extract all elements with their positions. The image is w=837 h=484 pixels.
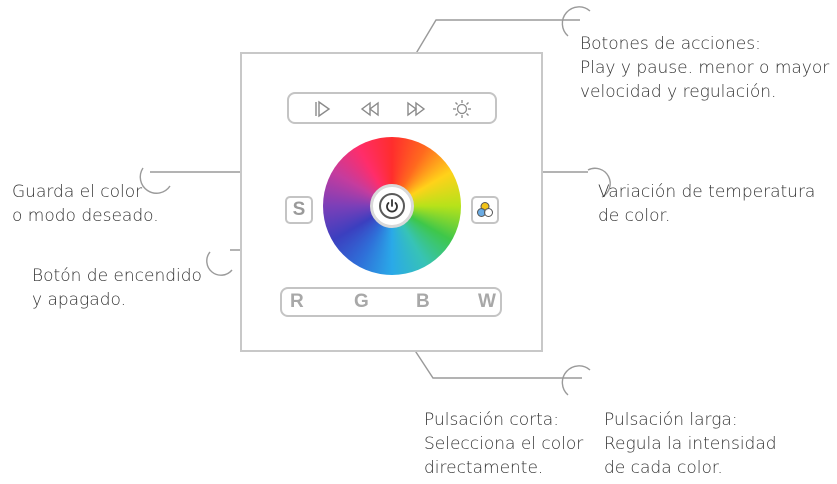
label-guarda-line-2: o modo deseado. [12,206,159,226]
label-corta-line-1: Pulsación corta: [424,410,559,430]
label-encendido-line-2: y apagado. [32,290,127,310]
power-icon [386,199,398,213]
label-pulsacion-corta: Pulsación corta: Selecciona el color dir… [424,408,583,480]
label-pulsacion-larga: Pulsación larga: Regula la intensidad de… [604,408,777,480]
color-temperature-button[interactable] [471,196,499,224]
fast-forward-icon[interactable] [405,98,427,120]
label-larga-line-1: Pulsación larga: [604,410,738,430]
label-corta-line-3: directamente. [424,458,544,478]
key-g[interactable]: G [354,291,369,312]
key-r[interactable]: R [290,291,304,312]
rewind-icon[interactable] [359,98,381,120]
play-pause-icon[interactable] [311,98,333,120]
label-acciones-line-3: velocidad y regulación. [580,82,777,102]
rgbw-keys-bar: R G B W [280,287,502,317]
label-temperatura: Variación de temperatura de color. [598,180,815,228]
power-button[interactable] [379,193,405,219]
label-temperatura-line-2: de color. [598,206,671,226]
label-corta-line-2: Selecciona el color [424,434,584,454]
brightness-icon[interactable] [451,98,473,120]
label-guarda-line-1: Guarda el color [12,182,143,202]
label-guarda: Guarda el color o modo deseado. [12,180,159,228]
label-encendido: Botón de encendido y apagado. [32,264,202,312]
label-larga-line-3: de cada color. [604,458,723,478]
label-encendido-line-1: Botón de encendido [32,266,202,286]
label-acciones-line-2: Play y pause. menor o mayor [580,58,830,78]
arc-encendido [206,251,233,276]
arc-rgbw [561,365,591,396]
label-acciones: Botones de acciones: Play y pause. menor… [580,32,829,104]
key-b[interactable]: B [416,291,430,312]
label-temperatura-line-1: Variación de temperatura [598,182,816,202]
key-w[interactable]: W [478,291,496,312]
action-buttons-bar [287,92,497,124]
s-button-label: S [292,199,306,220]
save-mode-button[interactable]: S [285,196,313,224]
label-acciones-line-1: Botones de acciones: [580,34,761,54]
power-button-ring [370,184,414,228]
color-temperature-icon [477,202,493,217]
label-larga-line-2: Regula la intensidad [604,434,777,454]
